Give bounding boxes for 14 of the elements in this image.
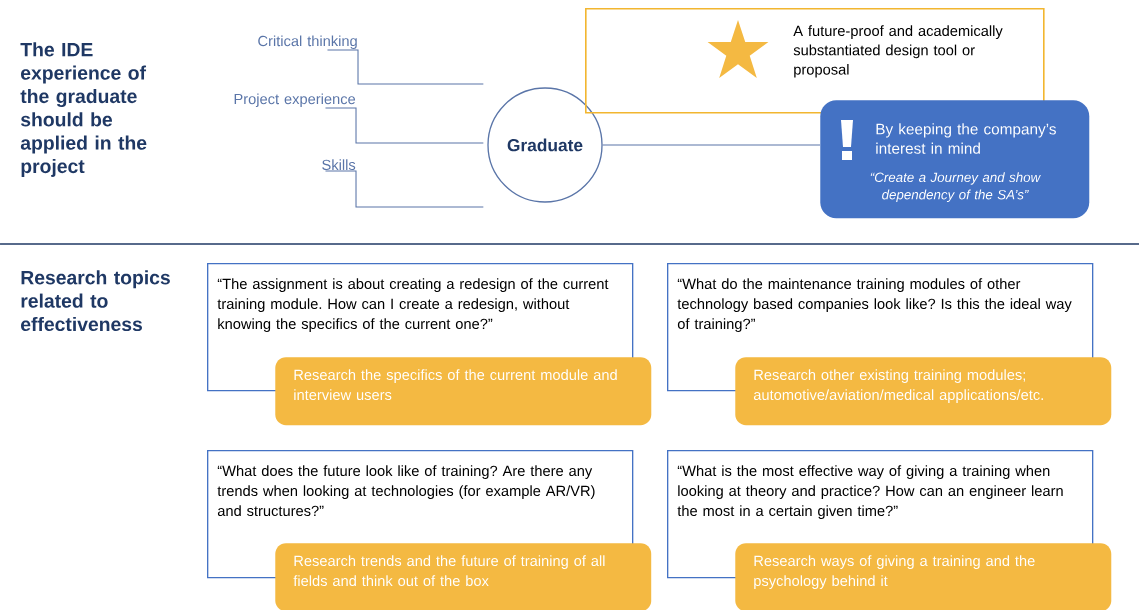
callout-box: By keeping the company’s interest in mind “Create a Journey and show dependency of the SA’s” (820, 100, 1090, 219)
research-box: Research trends and the future of training of all fields and think out of the box (275, 543, 652, 610)
skill-label: Project experience (234, 93, 356, 108)
heading: Research topics related to effectiveness (21, 270, 170, 332)
skill-label: Critical thinking (258, 35, 357, 50)
connector-line (324, 107, 484, 144)
research-box: Research the specifics of the current module and interview users (275, 357, 652, 426)
heading: The IDE experience of the graduate should be applied in the project (20, 42, 147, 177)
skill-label: Skills (322, 159, 356, 171)
research-box: Research other existing training modules; automotive/aviation/medical applications/etc. (735, 357, 1112, 426)
connector-line (324, 170, 484, 208)
connector-line (326, 49, 484, 85)
connector-line (602, 144, 821, 146)
research-box: Research ways of giving a training and the psychology behind it (735, 543, 1112, 610)
